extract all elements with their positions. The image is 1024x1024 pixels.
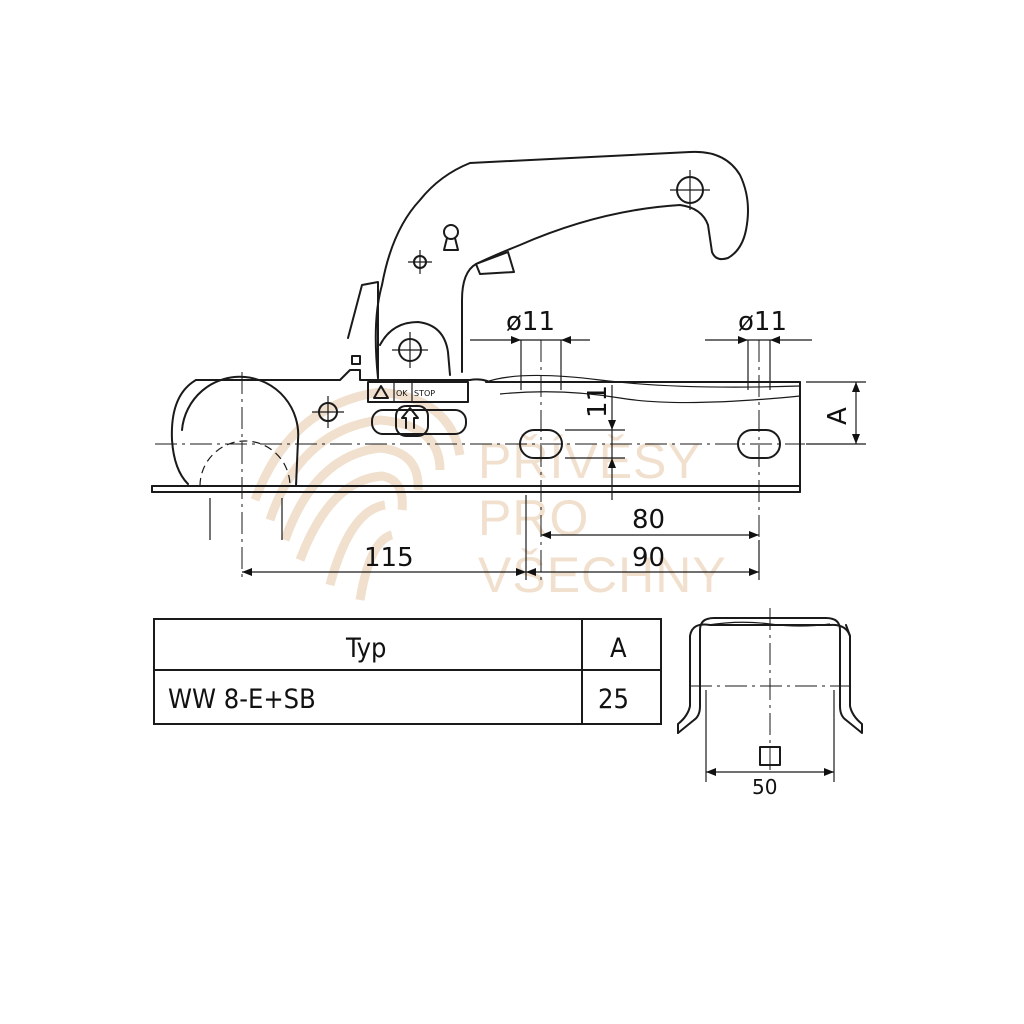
dim-slot-height: 11 <box>583 385 613 418</box>
watermark-fingerprint-logo <box>250 387 465 601</box>
dimensions: ø11 ø11 11 A 80 115 90 <box>242 307 866 580</box>
key-hole <box>443 224 459 240</box>
warning-triangle-icon <box>373 385 389 399</box>
dim-height-a: A <box>823 407 853 425</box>
watermark-line-3: VŠECHNY <box>478 547 727 603</box>
profile-inner <box>677 623 851 734</box>
dim-hole-to-hole-total: 90 <box>632 543 665 573</box>
drawbar-top <box>485 381 801 493</box>
indicator-ok-label: OK <box>396 389 408 398</box>
dim-ball-to-hole: 115 <box>364 543 414 573</box>
dim-hole-spacing: 80 <box>632 505 665 535</box>
coupling-housing <box>195 369 801 383</box>
type-table: Typ A WW 8-E+SB 25 <box>153 618 662 725</box>
coupling-handle <box>374 150 749 379</box>
watermark-line-1: PŘÍVĚSY <box>478 433 702 489</box>
profile-cross-section: 50 <box>677 608 863 799</box>
watermark: PŘÍVĚSY PRO VŠECHNY <box>250 387 727 603</box>
ball-socket <box>181 375 300 487</box>
dim-hole-diameter-right: ø11 <box>738 307 787 337</box>
handle-tab <box>475 251 515 275</box>
watermark-line-2: PRO <box>478 490 589 546</box>
dim-hole-diameter-left: ø11 <box>506 307 555 337</box>
indicator-window <box>371 409 467 435</box>
table-header-a: A <box>610 633 627 664</box>
table-cell-a: 25 <box>598 684 629 715</box>
dim-profile-width: 50 <box>752 775 777 799</box>
indicator-stop-label: STOP <box>414 389 435 398</box>
profile-square-marker <box>759 746 781 766</box>
table-cell-type: WW 8-E+SB <box>168 684 316 715</box>
up-arrow-icon <box>401 407 419 429</box>
lever-support <box>347 281 379 379</box>
profile-outer <box>677 617 863 734</box>
table-header-typ: Typ <box>345 633 386 664</box>
indicator-plate: OK STOP <box>367 381 469 437</box>
coupling-side-view: OK STOP <box>151 150 805 580</box>
